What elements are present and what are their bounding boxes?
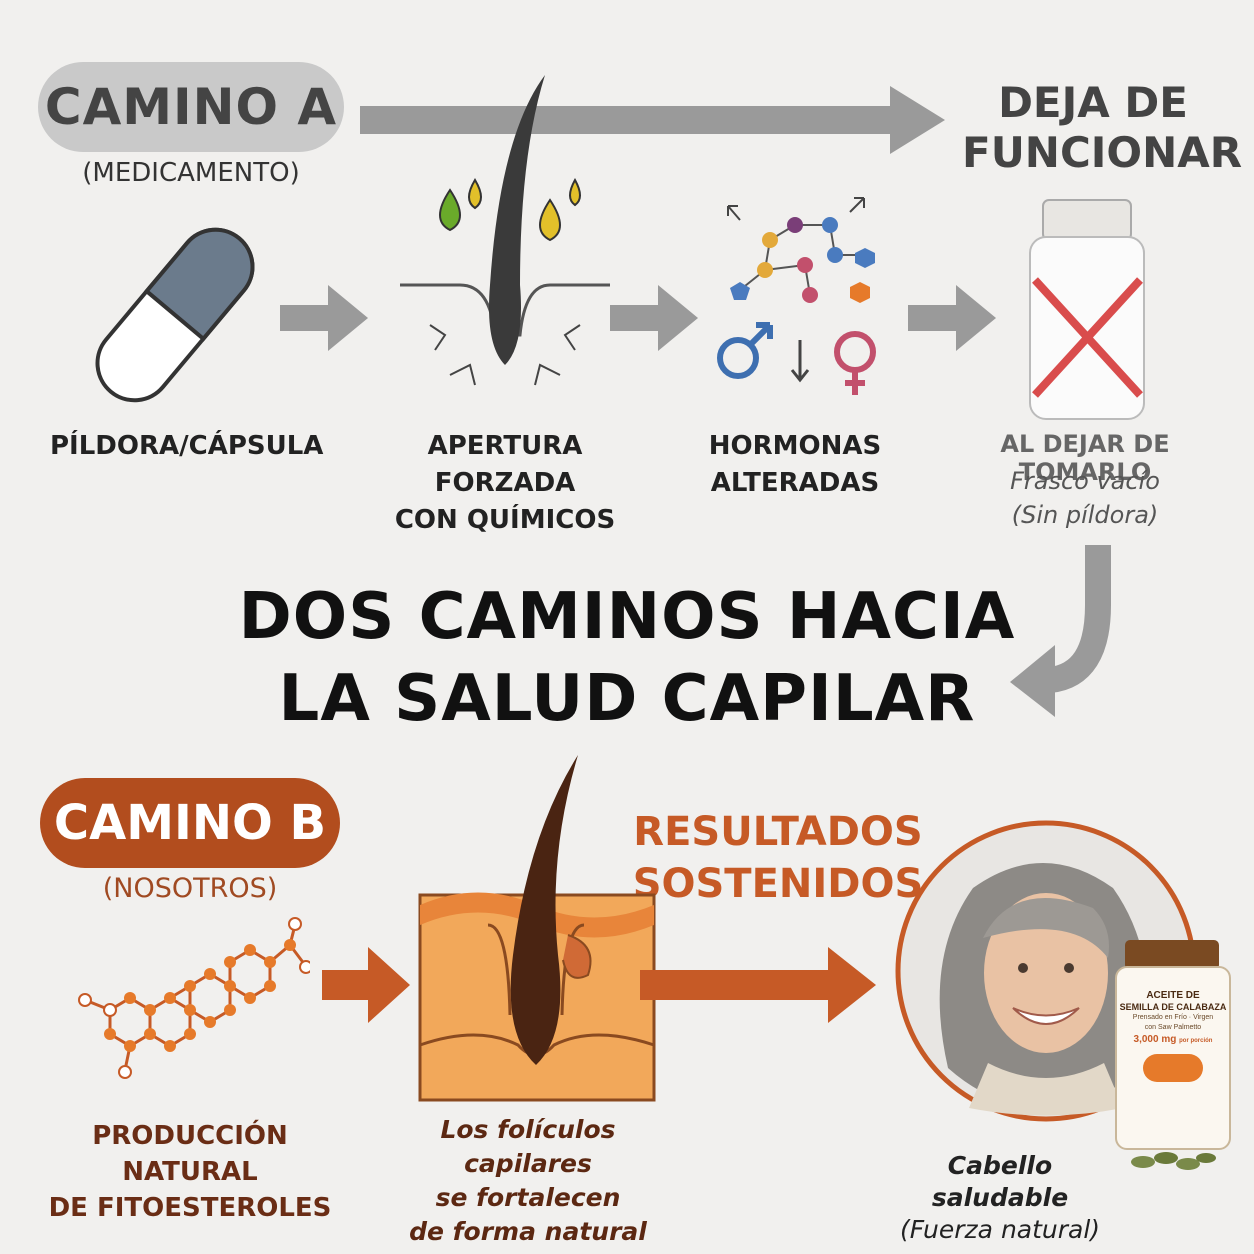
top-arrow <box>360 86 945 154</box>
stops-working-label: DEJA DE FUNCIONAR <box>962 78 1243 177</box>
arrow-a3 <box>908 285 996 351</box>
healthy-hair-label: Cabello saludable (Fuerza natural) <box>899 1151 1101 1244</box>
arrow-b1 <box>322 947 410 1023</box>
pill-label: PÍLDORA/CÁPSULA <box>50 431 324 461</box>
empty-bottle-icon <box>1029 199 1145 420</box>
path-b-badge: CAMINO B <box>40 778 340 868</box>
hormones-icon <box>717 197 876 395</box>
capsule-icon <box>95 227 255 403</box>
pumpkin-oil-product: ACEITE DE SEMILLA DE CALABAZA Prensado e… <box>1113 940 1231 1150</box>
curved-arrow <box>1010 545 1111 717</box>
path-b-sublabel: (NOSOTROS) <box>102 873 278 904</box>
phytosterol-molecule-icon <box>78 917 310 1079</box>
path-a-badge: CAMINO A <box>38 62 344 152</box>
arrow-a1 <box>280 285 368 351</box>
forced-follicle-icon <box>400 75 610 386</box>
arrow-a2 <box>610 285 698 351</box>
stop-taking-label: AL DEJAR DE TOMARLO <box>1000 430 1170 486</box>
path-a-sublabel: (MEDICAMENTO) <box>82 158 300 188</box>
empty-bottle-note: Frasco vacío(Sin píldora) <box>1010 467 1160 529</box>
arrow-b2 <box>640 947 876 1023</box>
seeds-icon <box>1131 1152 1216 1170</box>
healthy-follicle-icon <box>418 755 656 1102</box>
